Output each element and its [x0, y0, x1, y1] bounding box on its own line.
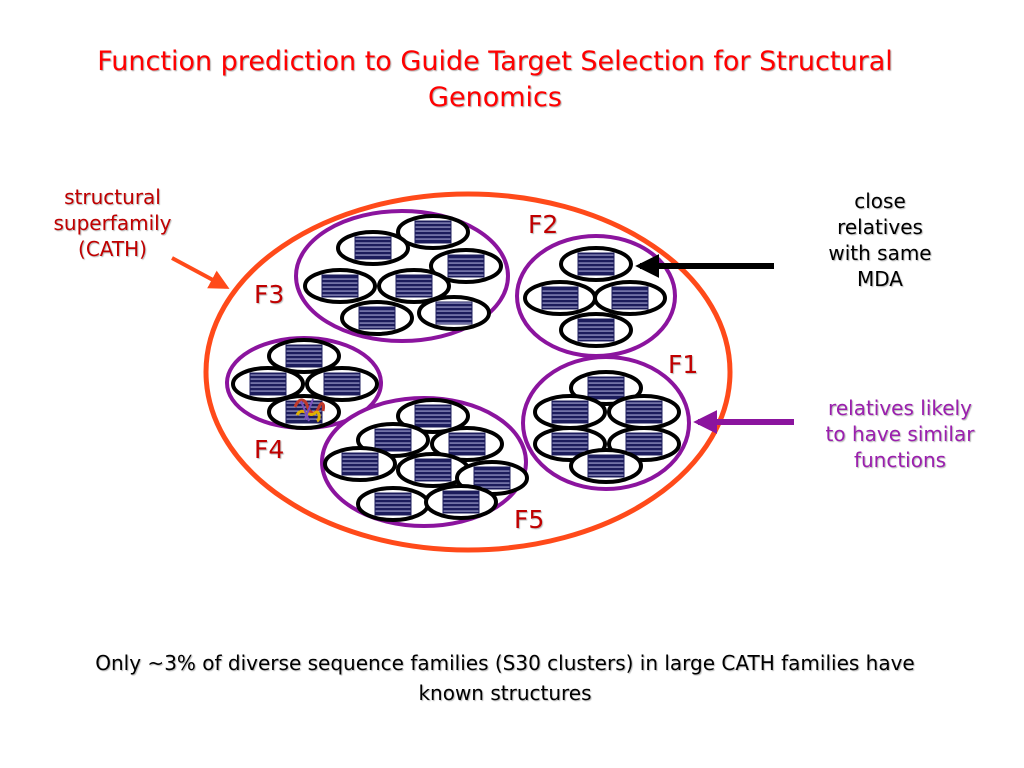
known-structure-block [611, 286, 649, 310]
known-structure-block [358, 306, 396, 330]
sequence-cluster [593, 280, 667, 316]
superfamily-pointer-arrow [171, 256, 230, 289]
family-label-f1: F1 [668, 350, 699, 379]
known-structure-block [448, 432, 486, 456]
known-structure-block [551, 400, 589, 424]
family-label-f2: F2 [528, 210, 559, 239]
slide-title: Function prediction to Guide Target Sele… [97, 46, 893, 113]
sequence-cluster [430, 426, 504, 462]
family-label-f5: F5 [514, 505, 545, 534]
footer-note: Only ~3% of diverse sequence families (S… [95, 651, 915, 705]
close-relatives-label: close relatives with same MDA [828, 189, 932, 291]
sequence-cluster [569, 448, 643, 484]
sequence-cluster [336, 230, 410, 266]
known-structure-block [587, 376, 625, 400]
sequence-cluster [356, 486, 430, 522]
sequence-cluster [267, 338, 341, 374]
sequence-cluster [305, 366, 379, 402]
known-structure-block [435, 301, 473, 325]
family-group-f1 [521, 355, 691, 491]
known-structure-block [473, 466, 511, 490]
known-structure-block [414, 404, 452, 428]
protein-structure-icon [293, 398, 325, 423]
family-label-f4: F4 [254, 435, 285, 464]
known-structure-block [374, 492, 412, 516]
sequence-cluster [356, 422, 430, 458]
sequence-cluster [429, 248, 503, 284]
sequence-cluster [340, 300, 414, 336]
family-group-f2 [515, 234, 677, 358]
family-label-f3: F3 [254, 280, 285, 309]
sequence-cluster [417, 295, 491, 331]
known-structure-block [625, 432, 663, 456]
sequence-cluster [396, 398, 470, 434]
sequence-cluster [323, 446, 397, 482]
known-structure-block [341, 452, 379, 476]
known-structure-block [577, 318, 615, 342]
sequence-cluster [396, 214, 470, 250]
family-group-f3 [294, 209, 510, 343]
known-structure-block [323, 372, 361, 396]
sequence-cluster [377, 268, 451, 304]
known-structure-block [414, 220, 452, 244]
known-structure-block [625, 400, 663, 424]
known-structure-block [374, 428, 412, 452]
sequence-cluster [607, 394, 681, 430]
known-structure-block [414, 458, 452, 482]
relatives-likely-label: relatives likely to have similar functio… [825, 396, 975, 472]
sequence-cluster [231, 366, 305, 402]
known-structure-block [354, 236, 392, 260]
known-structure-block [551, 432, 589, 456]
known-structure-block [447, 254, 485, 278]
sequence-cluster [559, 312, 633, 348]
known-structure-block [541, 286, 579, 310]
sequence-cluster [559, 246, 633, 282]
known-structure-block [442, 490, 480, 514]
sequence-cluster [396, 452, 470, 488]
sequence-cluster [569, 370, 643, 406]
known-structure-block [577, 252, 615, 276]
family-group-f5 [320, 396, 529, 528]
sequence-cluster [424, 484, 498, 520]
known-structure-block [249, 372, 287, 396]
superfamily-label: structural superfamily (CATH) [53, 185, 172, 261]
known-structure-block [285, 344, 323, 368]
known-structure-block [587, 454, 625, 478]
known-structure-block [321, 274, 359, 298]
sequence-cluster [303, 268, 377, 304]
superfamily-boundary [203, 191, 733, 553]
sequence-cluster [523, 280, 597, 316]
sequence-cluster [533, 394, 607, 430]
known-structure-block [395, 274, 433, 298]
